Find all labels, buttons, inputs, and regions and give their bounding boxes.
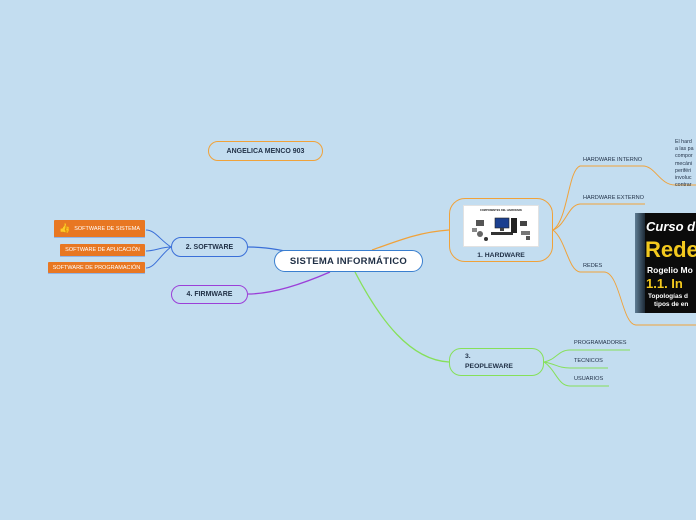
firmware-branch[interactable]: 4. FIRMWARE [171, 285, 248, 304]
link-hw-externo [552, 203, 645, 231]
hardware-item-externo[interactable]: HARDWARE EXTERNO [583, 195, 645, 201]
thumbnail-line5a: Topologías d [648, 293, 688, 300]
peopleware-number: 3. [465, 353, 471, 360]
peopleware-item-usuarios[interactable]: USUARIOS [574, 376, 604, 382]
link-hw-redes [552, 229, 604, 273]
peopleware-item-tecnicos[interactable]: TECNICOS [574, 358, 603, 364]
software-item-programacion[interactable]: SOFTWARE DE PROGRAMACIÓN [48, 262, 145, 273]
peopleware-branch[interactable]: 3. PEOPLEWARE [449, 348, 544, 376]
hardware-note: El hard a las pa compor mecáni periféri … [675, 139, 694, 189]
hardware-branch[interactable]: COMPONENTES DEL HARDWARE 1. HARDWARE [449, 198, 553, 262]
hardware-item-interno[interactable]: HARDWARE INTERNO [583, 157, 643, 163]
thumbnail-side-bar [635, 213, 645, 313]
thumbnail-line4: 1.1. In [646, 276, 683, 291]
software-item-sistema[interactable]: 👍 SOFTWARE DE SISTEMA [54, 220, 145, 237]
software-item-label: SOFTWARE DE SISTEMA [74, 225, 141, 232]
link-pw-usuarios [543, 361, 609, 387]
link-hw-note [642, 165, 696, 186]
thumbnail-line2: Rede [645, 237, 696, 262]
video-thumbnail[interactable]: Curso d Rede Rogelio Mo 1.1. In Topologí… [635, 213, 696, 313]
hardware-item-redes[interactable]: REDES [583, 263, 603, 269]
central-topic[interactable]: SISTEMA INFORMÁTICO [274, 250, 423, 272]
link-hardware [371, 229, 450, 251]
hardware-image: COMPONENTES DEL HARDWARE [463, 205, 539, 247]
software-item-aplicacion[interactable]: SOFTWARE DE APLICACIÓN [60, 244, 145, 256]
link-sw-programacion [145, 246, 172, 269]
peopleware-title: PEOPLEWARE [465, 363, 513, 370]
software-branch[interactable]: 2. SOFTWARE [171, 237, 248, 257]
link-peopleware [354, 271, 450, 363]
link-sw-sistema [145, 229, 172, 248]
link-pw-programadores [543, 349, 630, 363]
computer-components-icon [472, 217, 530, 241]
link-sw-aplicacion [145, 246, 172, 252]
thumbs-up-icon: 👍 [58, 223, 71, 233]
link-pw-tecnicos [543, 361, 608, 369]
author-node[interactable]: ANGELICA MENCO 903 [208, 141, 323, 161]
thumbnail-line3: Rogelio Mo [647, 265, 693, 275]
thumbnail-line1: Curso d [646, 219, 696, 234]
link-firmware [247, 271, 331, 295]
link-hw-interno [552, 165, 643, 231]
hardware-image-caption: COMPONENTES DEL HARDWARE [479, 209, 523, 212]
thumbnail-line5b: tipos de en [654, 301, 689, 308]
hardware-title: 1. HARDWARE [477, 252, 525, 259]
link-redes-video [603, 271, 696, 326]
peopleware-item-programadores[interactable]: PROGRAMADORES [574, 340, 627, 346]
thumbnail-line5: Topologías d tipos de en [648, 293, 688, 309]
